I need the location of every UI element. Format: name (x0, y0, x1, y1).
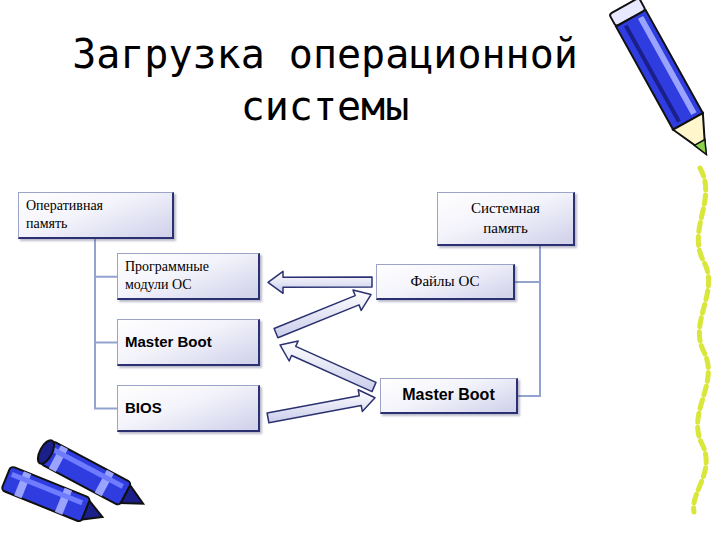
block-arrow (267, 390, 375, 423)
memory-box: Оперативная память (18, 192, 174, 239)
memory-box: Системная память (437, 192, 575, 246)
box-label: Master Boot (402, 385, 494, 406)
box-label: Оперативная память (26, 197, 126, 233)
tree-connector (515, 246, 540, 282)
pencil (609, 0, 720, 163)
box-label: Системная память (461, 199, 551, 238)
wavy-ribbon (694, 168, 709, 512)
module-box: Программные модули ОС (117, 253, 260, 300)
box-label: Файлы ОС (411, 272, 480, 292)
block-arrow (268, 271, 372, 293)
boot-box: Master Boot (117, 319, 260, 366)
files-box: Файлы ОС (376, 264, 515, 300)
box-label: Программные модули ОС (125, 258, 237, 294)
tree-connector (95, 239, 117, 342)
tree-connector (95, 239, 117, 408)
tree-connector (518, 246, 540, 396)
block-arrow (280, 341, 376, 392)
slide-title: Загрузка операционной системы (40, 28, 610, 132)
box-label: Master Boot (125, 332, 212, 352)
bios-box: BIOS (117, 385, 260, 432)
boot-box: Master Boot (380, 378, 518, 414)
crayon (1, 466, 107, 529)
box-label: BIOS (125, 398, 162, 418)
tree-connector (95, 239, 117, 276)
block-arrow (274, 290, 371, 338)
